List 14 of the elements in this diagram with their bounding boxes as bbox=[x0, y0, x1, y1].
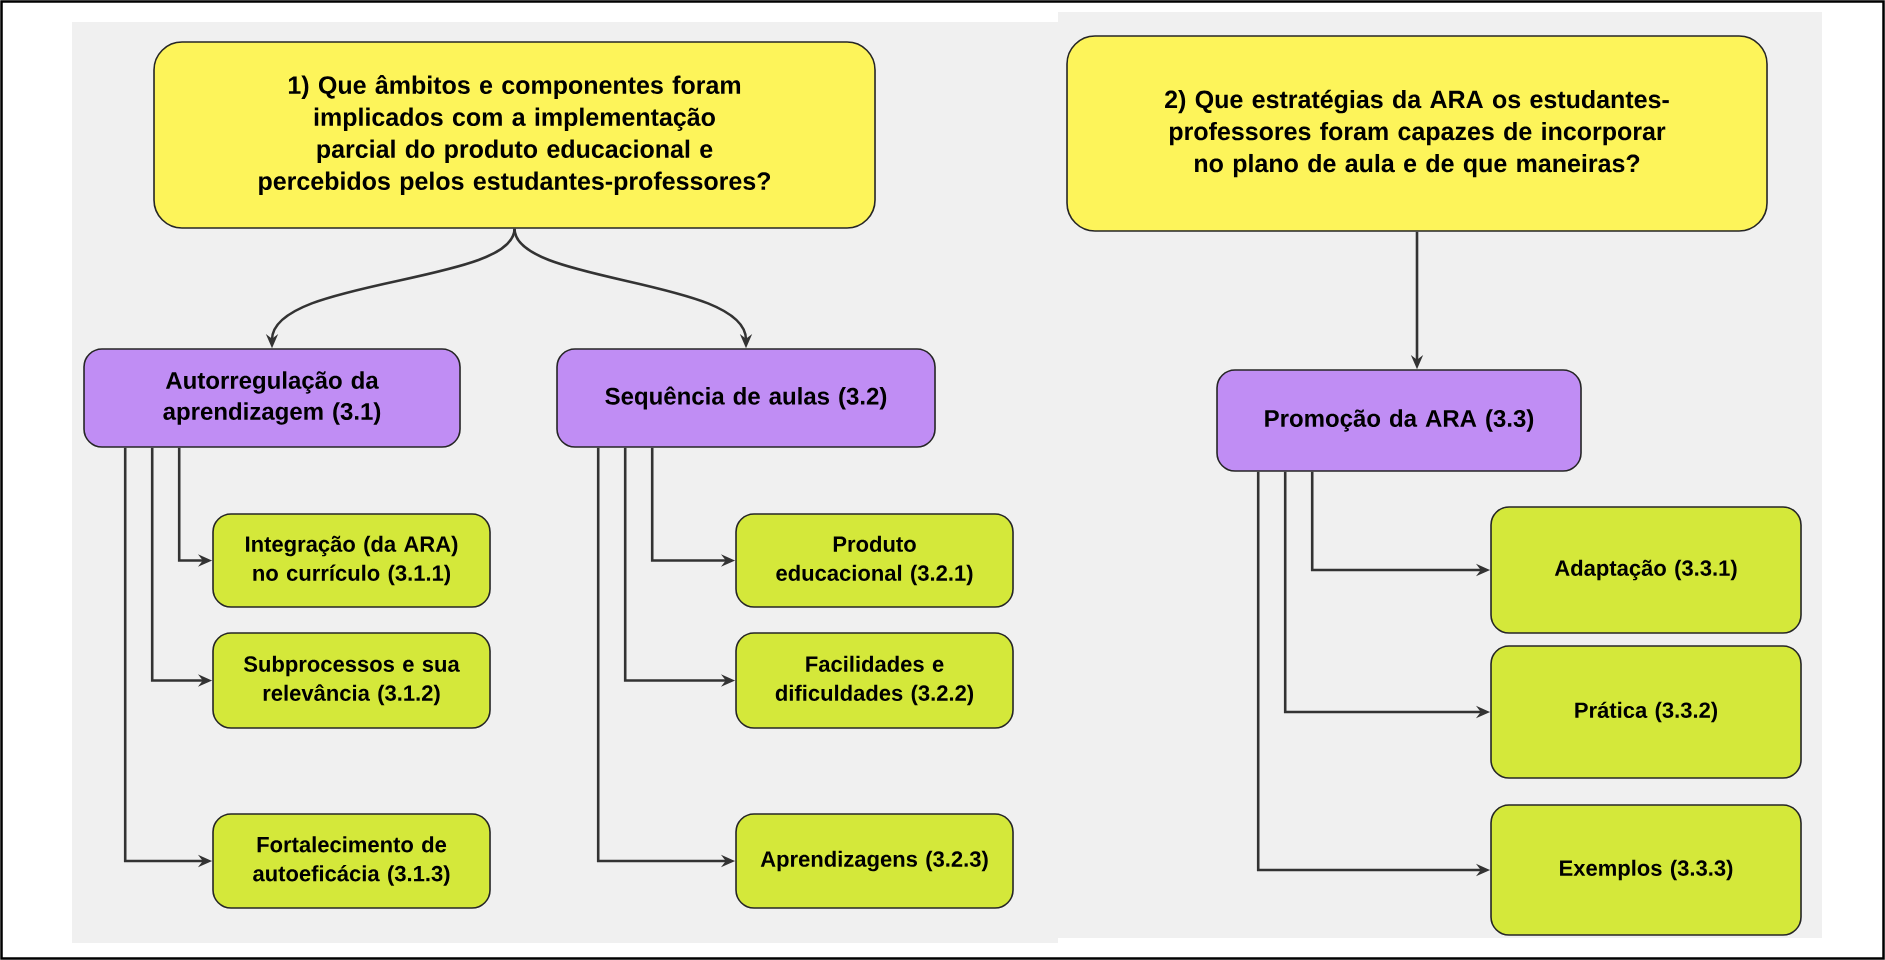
subcategory-box: Fortalecimento de autoeficácia (3.1.3) bbox=[212, 813, 491, 909]
subcategory-box: Integração (da ARA) no currículo (3.1.1) bbox=[212, 513, 491, 608]
question-box: 1) Que âmbitos e componentes foram implicados com a implementação parcial do produto educacional e percebidos pelos estudantes-professores? bbox=[153, 41, 876, 229]
category-box: Promoção da ARA (3.3) bbox=[1216, 369, 1582, 472]
category-box: Autorregulação da aprendizagem (3.1) bbox=[83, 348, 461, 448]
subcategory-box: Prática (3.3.2) bbox=[1490, 645, 1802, 779]
subcategory-box: Exemplos (3.3.3) bbox=[1490, 804, 1802, 936]
subcategory-box: Subprocessos e sua relevância (3.1.2) bbox=[212, 632, 491, 729]
subcategory-box: Adaptação (3.3.1) bbox=[1490, 506, 1802, 634]
category-box: Sequência de aulas (3.2) bbox=[556, 348, 936, 448]
subcategory-box: Facilidades e dificuldades (3.2.2) bbox=[735, 632, 1014, 729]
subcategory-box: Produto educacional (3.2.1) bbox=[735, 513, 1014, 608]
question-box: 2) Que estratégias da ARA os estudantes-professores foram capazes de incorporar no plano de aula e de que maneiras? bbox=[1066, 35, 1768, 232]
subcategory-box: Aprendizagens (3.2.3) bbox=[735, 813, 1014, 909]
